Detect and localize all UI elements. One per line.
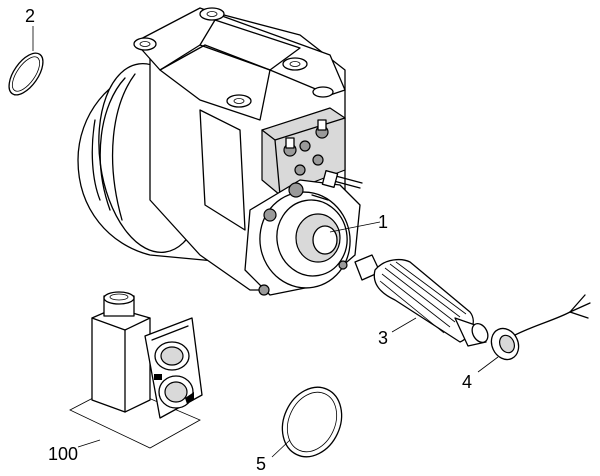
leader-3: [391, 317, 417, 333]
part-3-rotor-shaft: [354, 254, 489, 347]
leader-5: [271, 439, 291, 458]
part-4-sensor-ring: [477, 294, 591, 373]
part-2-gasket: [8, 26, 44, 96]
callout-5: 5: [256, 454, 266, 474]
leader-1: [329, 221, 381, 233]
callout-3: 3: [378, 328, 388, 348]
callout-4: 4: [462, 372, 472, 392]
leader-100: [77, 439, 101, 448]
part-5-o-ring: [271, 386, 343, 458]
callout-2: 2: [25, 6, 35, 26]
callout-1: 1: [378, 212, 388, 232]
part-100-kit: [69, 291, 203, 449]
callout-100: 100: [48, 444, 78, 464]
pump-housing: [77, 7, 363, 296]
leader-4: [477, 356, 499, 373]
